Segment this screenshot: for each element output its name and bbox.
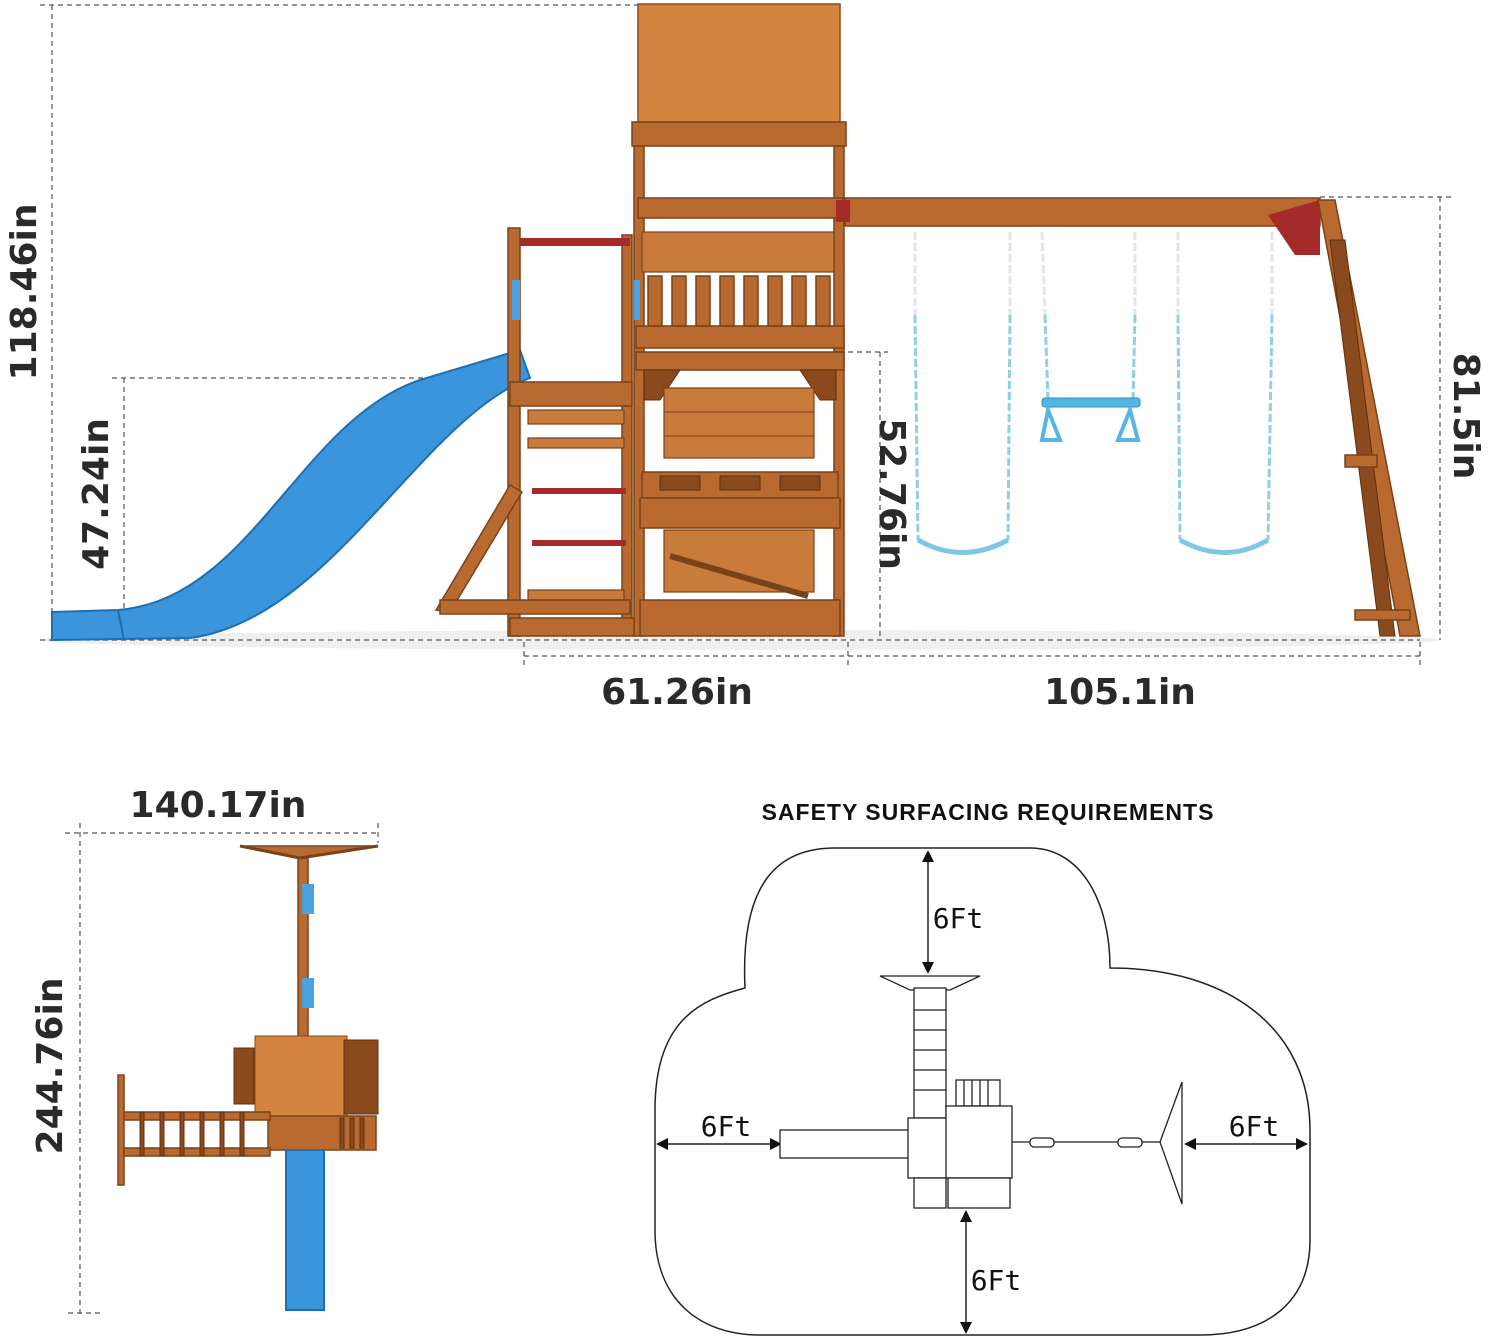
- front-elevation: [40, 3, 1452, 668]
- tower-roof: [637, 3, 841, 125]
- safety-left-label: 6Ft: [701, 1110, 752, 1143]
- dim-top-length: 244.76in: [30, 978, 71, 1155]
- dim-deck-height: 52.76in: [871, 418, 912, 570]
- safety-bottom-label: 6Ft: [971, 1264, 1022, 1297]
- safety-title: SAFETY SURFACING REQUIREMENTS: [762, 799, 1215, 825]
- safety-boundary: [654, 847, 1311, 1336]
- top-view-slide: [285, 1149, 325, 1311]
- dim-total-height: 118.46in: [4, 204, 45, 381]
- dim-swing-beam-height: 81.5in: [1445, 353, 1486, 480]
- safety-top-label: 6Ft: [933, 902, 984, 935]
- slide: [51, 348, 532, 642]
- dim-swing-width: 105.1in: [1044, 672, 1196, 713]
- safety-right-label: 6Ft: [1229, 1110, 1280, 1143]
- tower-rails: [647, 275, 831, 327]
- dim-top-width: 140.17in: [130, 785, 307, 826]
- top-view: [65, 823, 379, 1315]
- safety-zone: [654, 847, 1311, 1336]
- dim-tower-width: 61.26in: [601, 672, 753, 713]
- dim-slide-height: 47.24in: [76, 418, 117, 570]
